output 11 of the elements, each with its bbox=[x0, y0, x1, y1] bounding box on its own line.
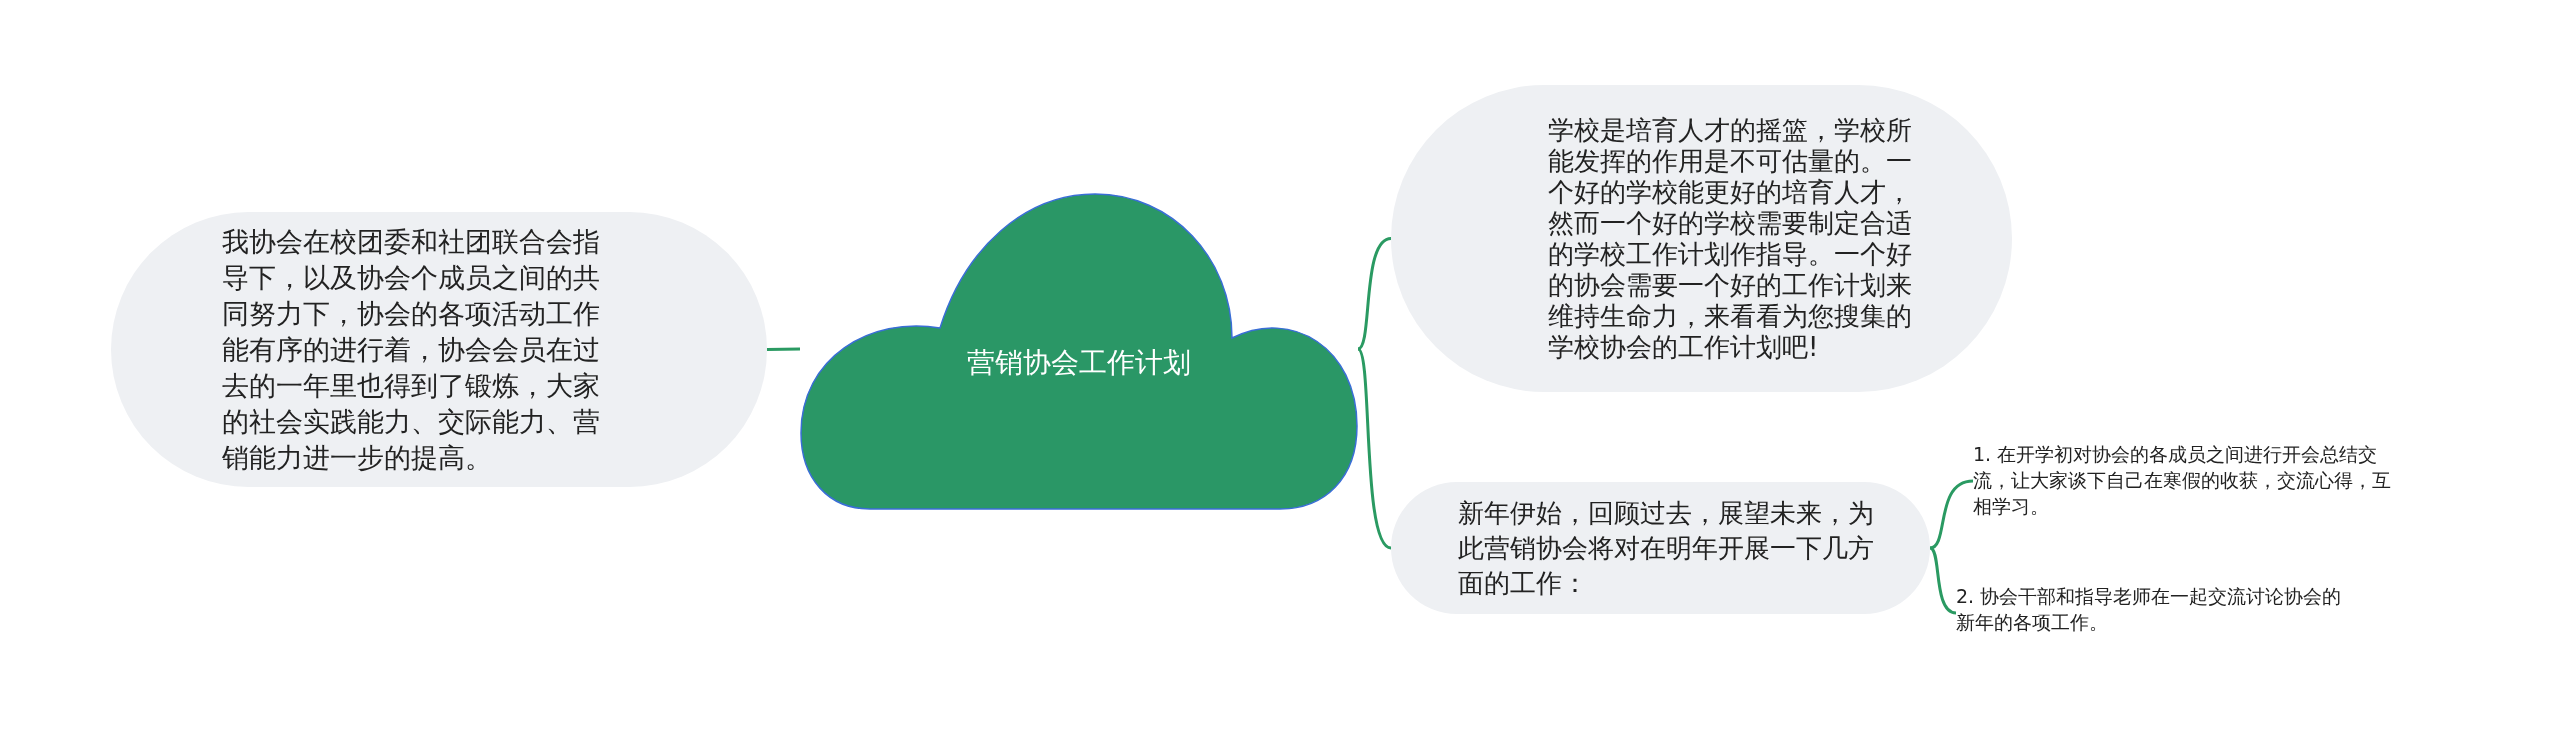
central-topic-text: 营销协会工作计划 bbox=[966, 345, 1192, 381]
subtopic-text: 1. 在开学初对协会的各成员之间进行开会总结交流，让大家谈下自己在寒假的收获，交流心得，互相学习。 bbox=[1973, 441, 2393, 519]
topic-text: 学校是培育人才的摇篮，学校所能发挥的作用是不可估量的。一个好的学校能更好的培育人才，然而一个好的学校需要制定合适的学校工作计划作指导。一个好的协会需要一个好的工作计划来维持生命力，来看看为您搜集的学校协会的工作计划吧! bbox=[1548, 114, 1913, 363]
connector-line bbox=[1929, 479, 1974, 550]
connector-line bbox=[1356, 348, 1392, 550]
connector-line bbox=[766, 347, 801, 351]
topic-text: 新年伊始，回顾过去，展望未来，为此营销协会将对在明年开展一下几方面的工作： bbox=[1458, 496, 1875, 600]
connector-line bbox=[1357, 237, 1392, 351]
topic-text: 我协会在校团委和社团联合会指导下，以及协会个成员之间的共同努力下，协会的各项活动工作能有序的进行着，协会会员在过去的一年里也得到了锻炼，大家的社会实践能力、交际能力、营销能力进一步的提高。 bbox=[222, 224, 601, 475]
subtopic-text: 2. 协会干部和指导老师在一起交流讨论协会的新年的各项工作。 bbox=[1956, 583, 2356, 635]
connector-line bbox=[1929, 546, 1957, 615]
